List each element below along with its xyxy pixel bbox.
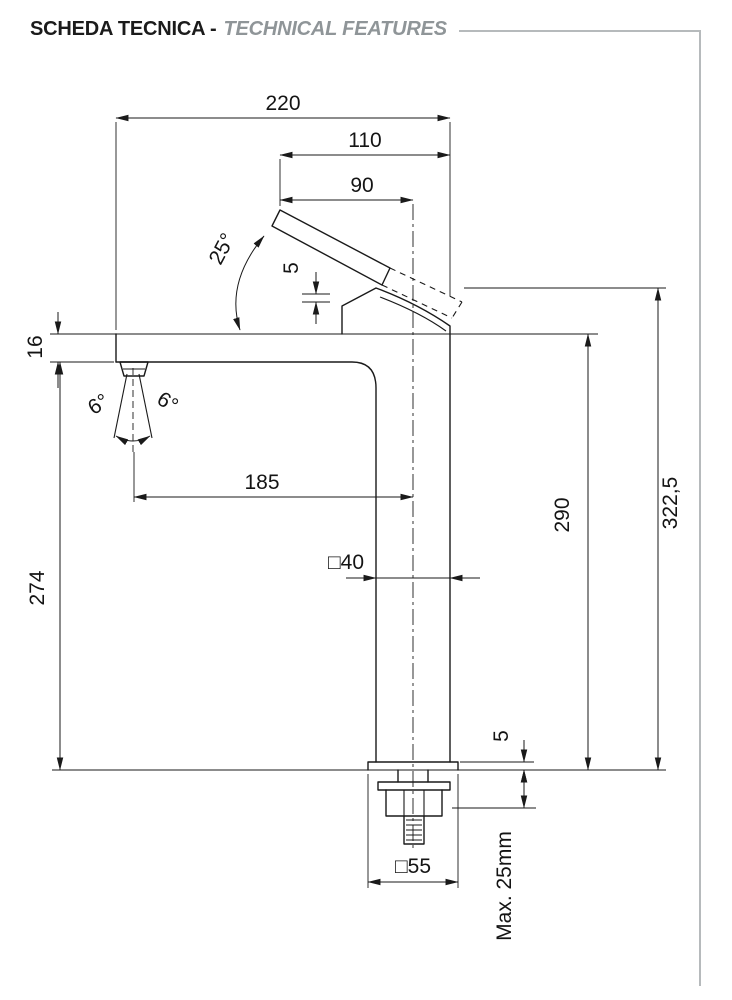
page-header: SCHEDA TECNICA - TECHNICAL FEATURES bbox=[30, 18, 700, 41]
dim-spout-reach-label: 90 bbox=[350, 174, 373, 197]
nut-facet-lines bbox=[403, 790, 425, 816]
handle-hidden-top-edge bbox=[389, 267, 463, 303]
dim-base-plate-height-label: 5 bbox=[490, 730, 513, 742]
dimension-labels: 220 110 90 25° 5 16 6° 6° 185 □40 274 29… bbox=[24, 92, 682, 941]
mounting-washer bbox=[377, 781, 451, 791]
dim-spout-thickness-label: 16 bbox=[24, 335, 47, 358]
water-spray-left-line bbox=[113, 373, 128, 439]
dim-spout-top-height-label: 290 bbox=[551, 497, 574, 532]
extension-lines bbox=[50, 122, 666, 888]
water-spray-right-line bbox=[138, 373, 153, 439]
dim-top-width-label: 220 bbox=[265, 92, 300, 115]
dim-total-height-label: 322,5 bbox=[659, 477, 682, 530]
dimension-lines bbox=[54, 114, 662, 886]
threaded-rod bbox=[403, 815, 425, 845]
mixer-head bbox=[341, 287, 451, 335]
dim-max-counter-thickness-label: Max. 25mm bbox=[493, 831, 516, 941]
dim-handle-reach-label: 110 bbox=[348, 129, 381, 152]
dim-body-section-label: □40 bbox=[328, 551, 364, 574]
handle-hidden-bottom-edge bbox=[381, 284, 453, 319]
spout-underside-and-column-left bbox=[115, 361, 377, 763]
base-plate bbox=[367, 761, 459, 771]
page-subtitle: TECHNICAL FEATURES bbox=[223, 18, 447, 40]
handle-hidden-end-cap bbox=[451, 301, 463, 319]
handle-angle-arc bbox=[233, 235, 265, 331]
thread-lines bbox=[406, 819, 422, 841]
right-border-line bbox=[699, 30, 701, 986]
dim-outlet-offset-label: 185 bbox=[244, 471, 279, 494]
mounting-shank bbox=[397, 769, 429, 783]
mixer-head-inner-curve bbox=[379, 296, 447, 332]
dim-outlet-height-label: 274 bbox=[26, 570, 49, 605]
dim-handle-angle-label: 25° bbox=[205, 230, 240, 269]
mounting-nut bbox=[385, 789, 443, 817]
dim-base-section-label: □55 bbox=[395, 855, 431, 878]
ext-spout-lip bbox=[302, 293, 330, 303]
page-title: SCHEDA TECNICA - bbox=[30, 18, 217, 40]
header-divider-line bbox=[458, 29, 700, 32]
aerator bbox=[119, 361, 149, 377]
faucet-outline bbox=[50, 204, 666, 852]
dim-spout-lip-label: 5 bbox=[280, 262, 303, 274]
dim-spray-angle-left-label: 6° bbox=[84, 389, 113, 419]
dim-spray-angle-right-label: 6° bbox=[153, 387, 182, 417]
